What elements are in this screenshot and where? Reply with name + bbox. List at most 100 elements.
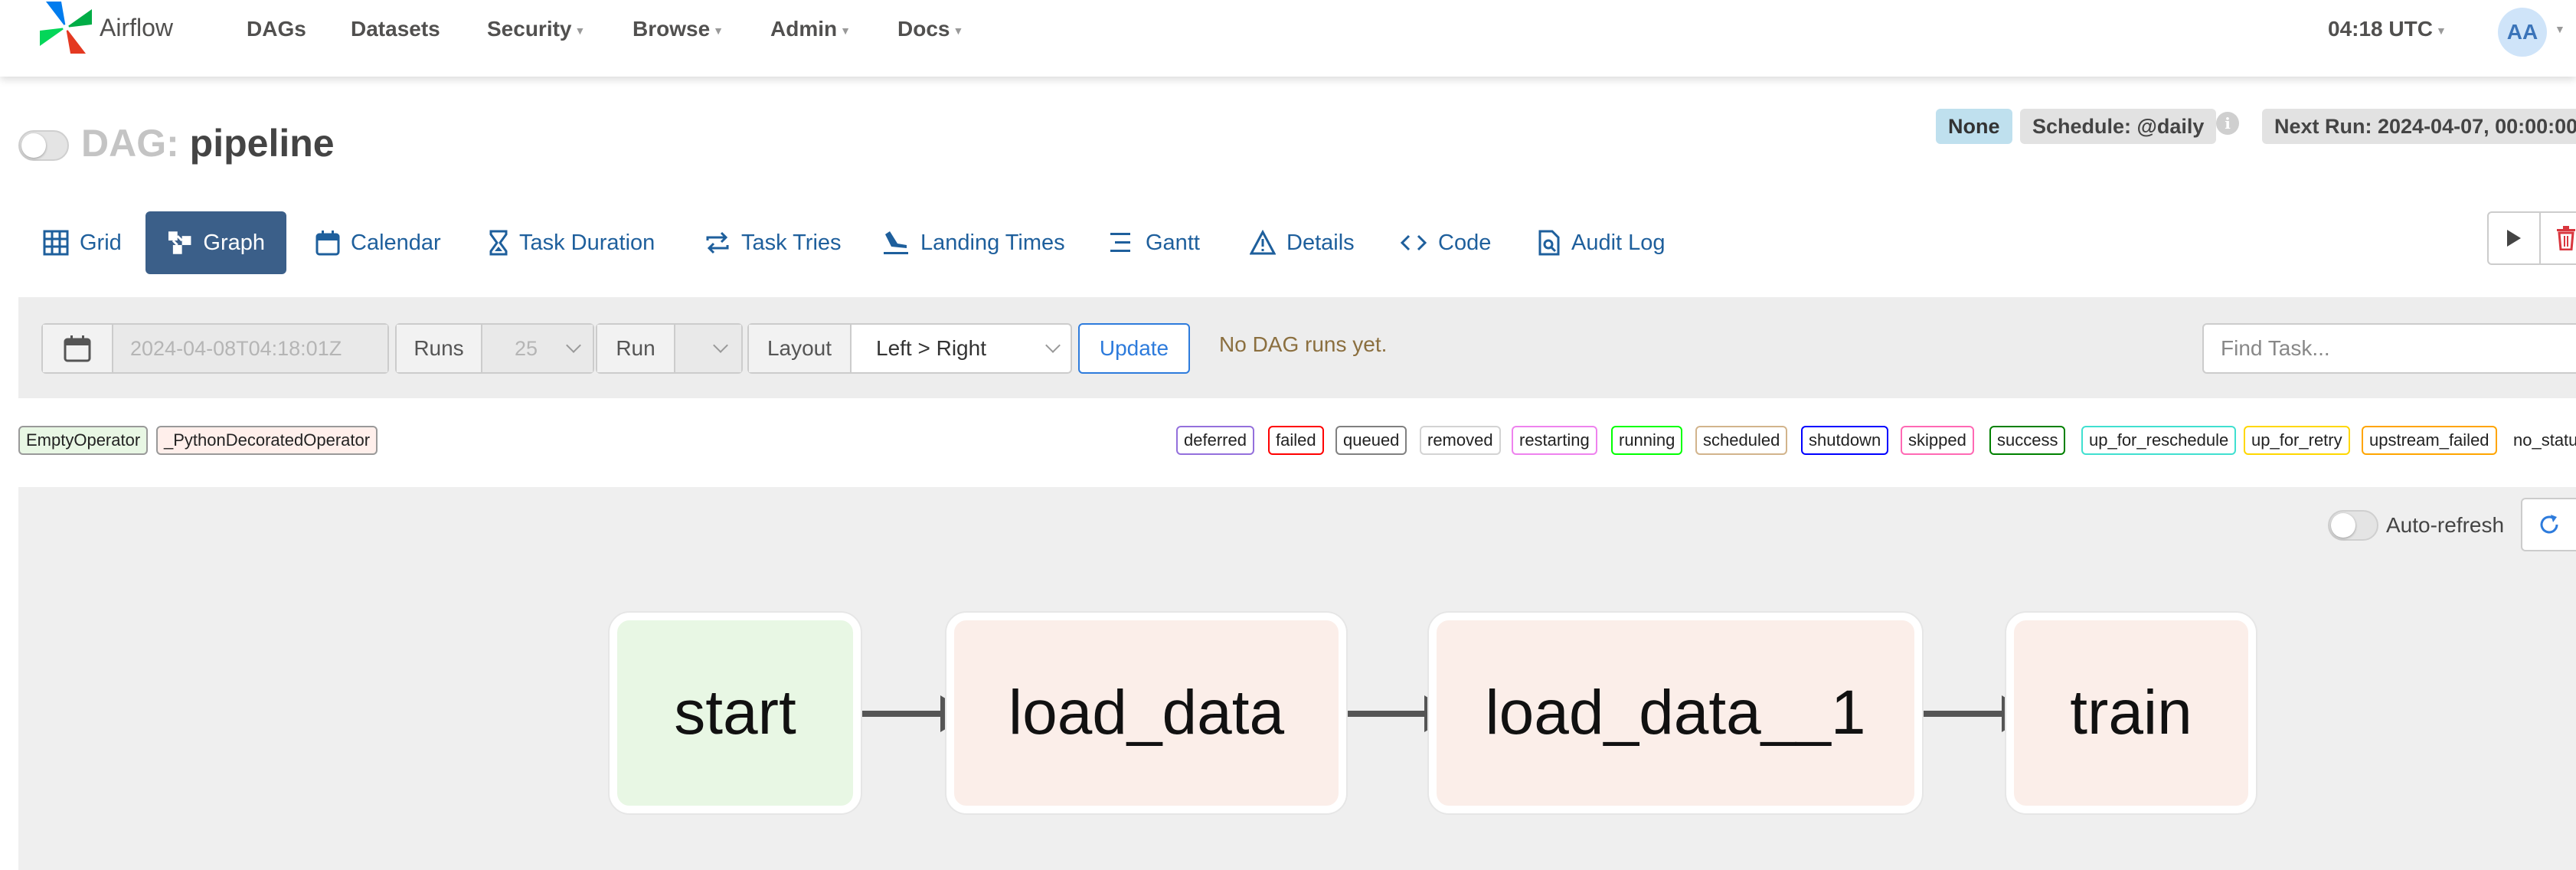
auto-refresh-toggle[interactable] (2328, 510, 2378, 541)
legend-state-success[interactable]: success (1989, 426, 2066, 455)
legend-state-upstream-failed[interactable]: upstream_failed (2362, 426, 2497, 455)
refresh-button[interactable] (2521, 498, 2576, 551)
legend-state-scheduled[interactable]: scheduled (1695, 426, 1788, 455)
edge-start-load-data (862, 711, 940, 717)
nav-admin[interactable]: Admin▼ (770, 17, 851, 41)
retry-icon (706, 231, 729, 254)
tab-audit-log-label: Audit Log (1571, 230, 1666, 255)
nav-browse[interactable]: Browse▼ (633, 17, 724, 41)
nav-dags[interactable]: DAGs (247, 17, 306, 41)
task-node-label: load_data__1 (1485, 678, 1866, 747)
runs-select-value: 25 (515, 337, 538, 360)
dag-name: pipeline (189, 122, 335, 165)
tab-landing-times[interactable]: Landing Times (861, 211, 1087, 274)
calendar-button[interactable] (43, 325, 113, 372)
airflow-brand-text: Airflow (100, 13, 174, 41)
chevron-down-icon[interactable]: ▼ (2555, 23, 2565, 35)
clock-text: 04:18 UTC (2328, 17, 2433, 41)
find-task-input[interactable] (2202, 323, 2576, 374)
airflow-logo-icon (40, 2, 92, 54)
tab-landing-times-label: Landing Times (920, 230, 1065, 255)
airflow-brand[interactable]: Airflow (38, 0, 173, 55)
legend-state-up-for-reschedule[interactable]: up_for_reschedule (2081, 426, 2237, 455)
dag-status-none-badge: None (1936, 109, 2012, 144)
base-date-input[interactable]: 2024-04-08T04:18:01Z (113, 325, 387, 372)
legend-state-removed[interactable]: removed (1420, 426, 1501, 455)
utc-clock-dropdown[interactable]: 04:18 UTC▼ (2328, 17, 2447, 41)
dag-label: DAG: (81, 122, 179, 165)
legend-state-no-status[interactable]: no_status (2513, 430, 2576, 450)
task-node-start[interactable]: start (610, 613, 861, 813)
nav-datasets[interactable]: Datasets (351, 17, 440, 41)
legend-state-skipped[interactable]: skipped (1901, 426, 1974, 455)
nav-docs-label: Docs (897, 17, 950, 41)
tab-details-label: Details (1286, 230, 1355, 255)
chevron-down-icon: ▼ (713, 24, 724, 37)
tab-calendar[interactable]: Calendar (294, 211, 463, 274)
nav-datasets-label: Datasets (351, 17, 440, 41)
update-button[interactable]: Update (1078, 323, 1190, 374)
calendar-icon (315, 231, 340, 256)
nav-security-label: Security (487, 17, 572, 41)
tab-gantt[interactable]: Gantt (1087, 211, 1221, 274)
run-select[interactable] (675, 325, 741, 372)
code-icon (1400, 234, 1427, 251)
layout-group: Layout Left > Right (747, 323, 1072, 374)
graph-filter-bar: 2024-04-08T04:18:01Z Runs 25 Run Layout … (18, 297, 2576, 398)
nav-docs[interactable]: Docs▼ (897, 17, 963, 41)
legend-state-queued[interactable]: queued (1335, 426, 1407, 455)
run-group: Run (596, 323, 743, 374)
legend-state-deferred[interactable]: deferred (1176, 426, 1254, 455)
legend-state-running[interactable]: running (1611, 426, 1683, 455)
runs-group: Runs 25 (395, 323, 594, 374)
legend-state-restarting[interactable]: restarting (1512, 426, 1597, 455)
tab-grid-label: Grid (80, 230, 122, 255)
base-date-group: 2024-04-08T04:18:01Z (41, 323, 389, 374)
nav-dags-label: DAGs (247, 17, 306, 41)
edge-load-data-load-data-1 (1348, 711, 1424, 717)
tab-code[interactable]: Code (1378, 211, 1512, 274)
tab-task-tries[interactable]: Task Tries (683, 211, 863, 274)
refresh-icon (2540, 515, 2558, 534)
trash-icon (2557, 226, 2575, 250)
task-node-label: train (2070, 678, 2192, 747)
chevron-down-icon: ▼ (2435, 24, 2447, 37)
legend-python-decorated-operator[interactable]: _PythonDecoratedOperator (156, 426, 378, 455)
run-label: Run (597, 325, 675, 372)
tab-task-duration-label: Task Duration (519, 230, 655, 255)
runs-select[interactable]: 25 (482, 325, 593, 372)
edge-load-data-1-train (1924, 711, 2003, 717)
task-node-label: load_data (1008, 678, 1285, 747)
tab-graph[interactable]: Graph (145, 211, 286, 274)
delete-dag-button[interactable] (2541, 213, 2576, 263)
dag-pause-toggle[interactable] (18, 130, 69, 161)
legend-state-up-for-retry[interactable]: up_for_retry (2244, 426, 2350, 455)
task-node-train[interactable]: train (2006, 613, 2256, 813)
schedule-badge: Schedule: @daily (2020, 109, 2217, 144)
info-icon[interactable]: i (2216, 112, 2239, 135)
nav-security[interactable]: Security▼ (487, 17, 585, 41)
tab-grid[interactable]: Grid (21, 211, 143, 274)
layout-label: Layout (749, 325, 852, 372)
user-avatar[interactable]: AA (2498, 8, 2547, 57)
page-title: DAG: pipeline (81, 118, 335, 168)
warning-triangle-icon (1250, 230, 1276, 255)
chevron-down-icon: ▼ (840, 24, 851, 37)
trigger-dag-button[interactable] (2489, 213, 2541, 263)
tab-task-tries-label: Task Tries (741, 230, 842, 255)
tab-audit-log[interactable]: Audit Log (1516, 211, 1687, 274)
nav-browse-label: Browse (633, 17, 711, 41)
tab-task-duration[interactable]: Task Duration (467, 211, 676, 274)
nav-admin-label: Admin (770, 17, 838, 41)
auto-refresh-label: Auto-refresh (2386, 513, 2505, 537)
task-node-load-data-1[interactable]: load_data__1 (1429, 613, 1922, 813)
layout-select[interactable]: Left > Right (852, 325, 1071, 372)
tab-details[interactable]: Details (1228, 211, 1376, 274)
legend-empty-operator[interactable]: EmptyOperator (18, 426, 149, 455)
task-node-label: start (674, 678, 796, 747)
legend-state-failed[interactable]: failed (1268, 426, 1324, 455)
legend-state-shutdown[interactable]: shutdown (1801, 426, 1889, 455)
task-node-load-data[interactable]: load_data (946, 613, 1346, 813)
gantt-icon (1110, 233, 1130, 252)
dag-action-buttons (2487, 211, 2576, 265)
